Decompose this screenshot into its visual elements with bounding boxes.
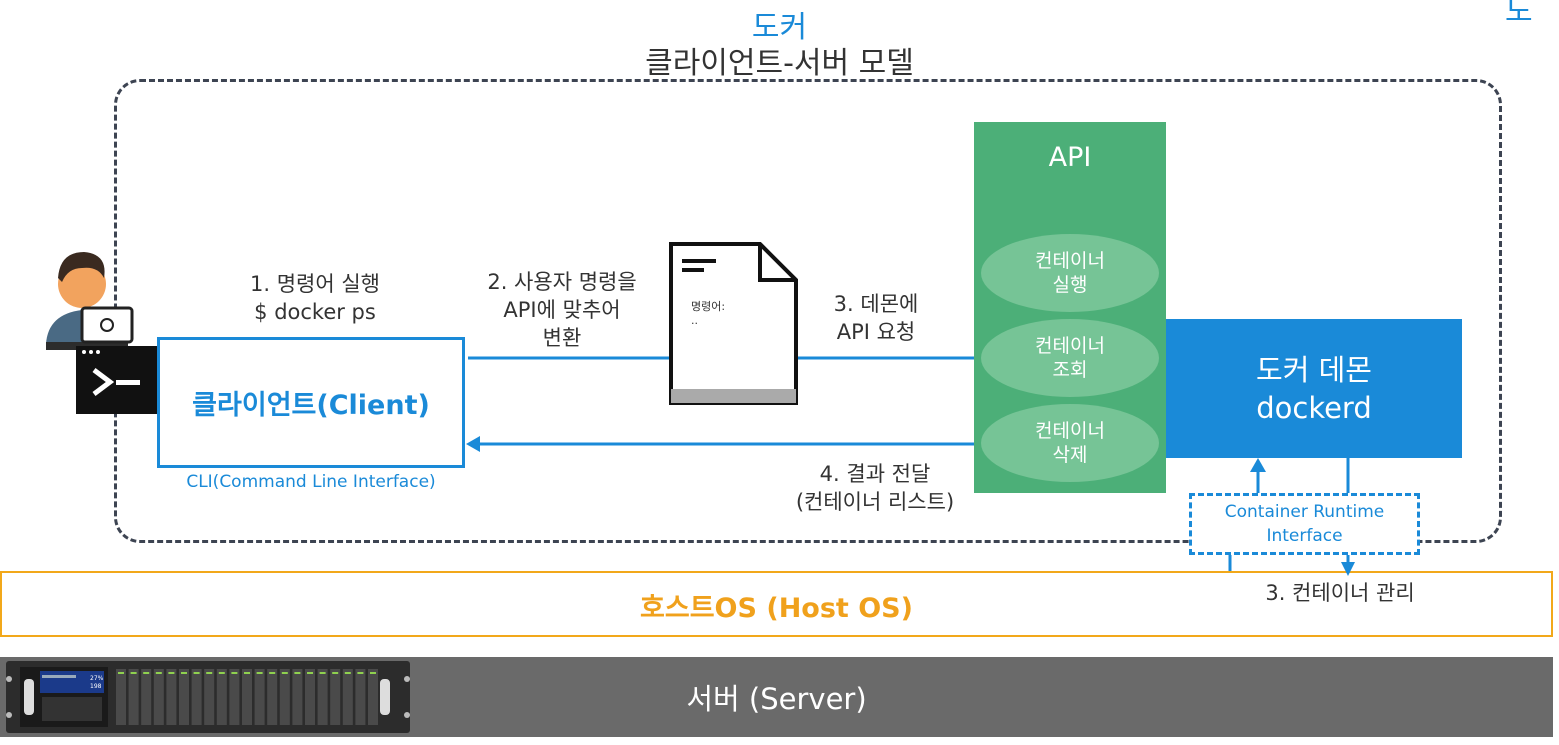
drive-bay xyxy=(141,669,152,725)
step-1-line2: $ docker ps xyxy=(254,300,376,324)
drive-bay-led xyxy=(206,672,213,674)
drive-bay-led xyxy=(118,672,124,674)
step-3-label: 3. 데몬에 API 요청 xyxy=(800,290,952,346)
docker-daemon-box: 도커 데몬 dockerd xyxy=(1166,319,1462,458)
server-display-line2: 198 xyxy=(90,683,102,690)
server-rack-icon: 27% 198 xyxy=(6,661,410,733)
client-label: 클라이언트(Client) xyxy=(192,390,430,421)
drive-bay xyxy=(355,669,366,725)
drive-bay-led xyxy=(155,672,162,674)
step-1-label: 1. 명령어 실행 $ docker ps xyxy=(210,270,420,326)
laptop-icon xyxy=(80,306,134,344)
drive-bay-led xyxy=(130,672,137,674)
document-label: 명령어: xyxy=(691,300,726,313)
step-2-line3: 변환 xyxy=(542,326,582,350)
drive-bay-led xyxy=(332,672,339,674)
drive-bay xyxy=(254,669,265,725)
drive-bay xyxy=(279,669,290,725)
step-3-line2: API 요청 xyxy=(836,320,916,344)
server-label: 서버 (Server) xyxy=(686,682,867,716)
document-dots: .. xyxy=(691,314,698,327)
drive-bay-led xyxy=(307,672,313,674)
api-item-delete: 컨테이너 삭제 xyxy=(981,404,1159,482)
client-box: 클라이언트(Client) xyxy=(157,337,465,468)
cri-up-arrow-head xyxy=(1250,458,1266,472)
drive-bay xyxy=(305,669,315,725)
api-item-list-line1: 컨테이너 xyxy=(1035,335,1105,357)
terminal-icon xyxy=(76,346,162,414)
drive-bay xyxy=(229,669,240,725)
cri-line1: Container Runtime xyxy=(1224,502,1385,522)
cri-box: Container Runtime Interface xyxy=(1189,493,1420,555)
drive-bay-led xyxy=(231,672,238,674)
drive-bay-led xyxy=(357,672,364,674)
document-icon xyxy=(669,242,798,405)
api-item-delete-line2: 삭제 xyxy=(1052,444,1088,466)
step-container-manage-label: 3. 컨테이너 관리 xyxy=(1265,581,1415,605)
step-4-line1: 4. 결과 전달 xyxy=(819,462,931,486)
step-1-line1: 1. 명령어 실행 xyxy=(250,272,380,296)
step-2-line2: API에 맞추어 xyxy=(503,298,621,322)
drive-bay xyxy=(242,669,252,725)
diagram-title: 클라이언트-서버 모델 xyxy=(645,46,914,81)
server-display-line1: 27% xyxy=(90,675,104,682)
drive-bay xyxy=(292,669,303,725)
user-icon xyxy=(46,252,162,414)
api-item-delete-line1: 컨테이너 xyxy=(1035,420,1105,442)
drive-bay xyxy=(128,669,139,725)
drive-bay xyxy=(330,669,341,725)
drive-bay xyxy=(191,669,202,725)
drive-bay xyxy=(342,669,353,725)
drive-bay xyxy=(179,669,189,725)
drive-bay-led xyxy=(143,672,150,674)
cli-caption: CLI(Command Line Interface) xyxy=(186,472,436,492)
drive-bay-led xyxy=(168,672,175,674)
drive-bay-led xyxy=(281,672,288,674)
drive-bay-led xyxy=(181,672,187,674)
drive-bay-led xyxy=(319,672,326,674)
cri-down-arrow-head xyxy=(1341,562,1355,576)
corner-title-fragment: 도 xyxy=(1505,0,1533,29)
diagram-title-top: 도커 xyxy=(751,10,808,45)
drive-bay xyxy=(153,669,164,725)
drive-bay-led xyxy=(256,672,263,674)
drive-bay xyxy=(216,669,227,725)
step-4-label: 4. 결과 전달 (컨테이너 리스트) xyxy=(770,460,980,516)
api-item-list-line2: 조회 xyxy=(1052,359,1088,381)
daemon-line1: 도커 데몬 xyxy=(1256,352,1372,387)
drive-bays xyxy=(116,669,378,725)
drive-bay xyxy=(317,669,328,725)
step-3-line1: 3. 데몬에 xyxy=(833,292,919,316)
drive-bay-led xyxy=(269,672,276,674)
drive-bay xyxy=(116,669,126,725)
drive-bay xyxy=(267,669,278,725)
api-item-list: 컨테이너 조회 xyxy=(981,319,1159,397)
api-title: API xyxy=(1048,142,1092,173)
result-arrow-head xyxy=(466,436,480,452)
step-2-line1: 2. 사용자 명령을 xyxy=(487,270,637,294)
drive-bay-led xyxy=(244,672,250,674)
drive-bay xyxy=(204,669,215,725)
daemon-line2: dockerd xyxy=(1256,390,1372,425)
drive-bay-led xyxy=(294,672,301,674)
drive-bay-led xyxy=(370,672,376,674)
drive-bay-led xyxy=(193,672,200,674)
host-os-label: 호스트OS (Host OS) xyxy=(640,593,913,624)
api-item-run-line2: 실행 xyxy=(1052,274,1088,296)
drive-bay-led xyxy=(344,672,351,674)
drive-bay-led xyxy=(218,672,225,674)
host-os-bar xyxy=(0,571,1553,637)
drive-bay xyxy=(166,669,177,725)
drive-bay xyxy=(368,669,378,725)
cri-line2: Interface xyxy=(1266,526,1343,546)
step-4-line2: (컨테이너 리스트) xyxy=(795,490,955,514)
step-2-label: 2. 사용자 명령을 API에 맞추어 변환 xyxy=(462,268,662,352)
api-item-run: 컨테이너 실행 xyxy=(981,234,1159,312)
api-item-run-line1: 컨테이너 xyxy=(1035,250,1105,272)
